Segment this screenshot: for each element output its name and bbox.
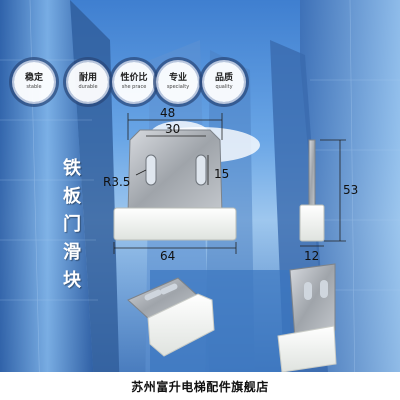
store-footer: 苏州富升电梯配件旗舰店 xyxy=(0,372,400,400)
dim-30: 30 xyxy=(165,122,180,136)
feature-badges: 稳定 stable 耐用 durable 性价比 she prace 专业 sp… xyxy=(0,0,400,120)
side-view xyxy=(299,139,325,242)
store-name: 苏州富升电梯配件旗舰店 xyxy=(131,379,269,394)
badge-sub: specialty xyxy=(166,84,190,90)
badge-stable: 稳定 stable xyxy=(14,62,54,102)
badge-value: 性价比 she prace xyxy=(114,62,154,102)
badge-sub: stable xyxy=(26,84,42,90)
dim-64: 64 xyxy=(160,249,175,263)
dim-15: 15 xyxy=(214,167,229,181)
badge-specialty: 专业 specialty xyxy=(158,62,198,102)
badge-quality: 品质 quality xyxy=(204,62,244,102)
product-photo-right xyxy=(277,263,337,373)
title-char: 板 xyxy=(63,186,81,207)
badge-title: 耐用 xyxy=(78,73,97,83)
dim-48: 48 xyxy=(160,106,175,120)
front-view xyxy=(113,129,237,241)
dim-53: 53 xyxy=(343,183,358,197)
badge-sub: she prace xyxy=(121,84,147,90)
title-char: 铁 xyxy=(63,158,81,179)
badge-title: 性价比 xyxy=(120,73,148,83)
badge-durable: 耐用 durable xyxy=(68,62,108,102)
title-char: 块 xyxy=(63,270,81,291)
badge-title: 品质 xyxy=(214,73,233,83)
dimension-lines xyxy=(113,113,346,254)
dim-12: 12 xyxy=(304,249,319,263)
badge-sub: quality xyxy=(215,84,233,90)
product-photo-left xyxy=(127,277,215,357)
title-char: 门 xyxy=(63,214,81,235)
dim-r35: R3.5 xyxy=(103,175,130,189)
badge-sub: durable xyxy=(78,84,98,90)
badge-title: 专业 xyxy=(168,73,187,83)
badge-title: 稳定 xyxy=(24,73,43,83)
product-title-vertical: 铁 板 门 滑 块 xyxy=(62,155,82,295)
title-char: 滑 xyxy=(63,242,81,263)
